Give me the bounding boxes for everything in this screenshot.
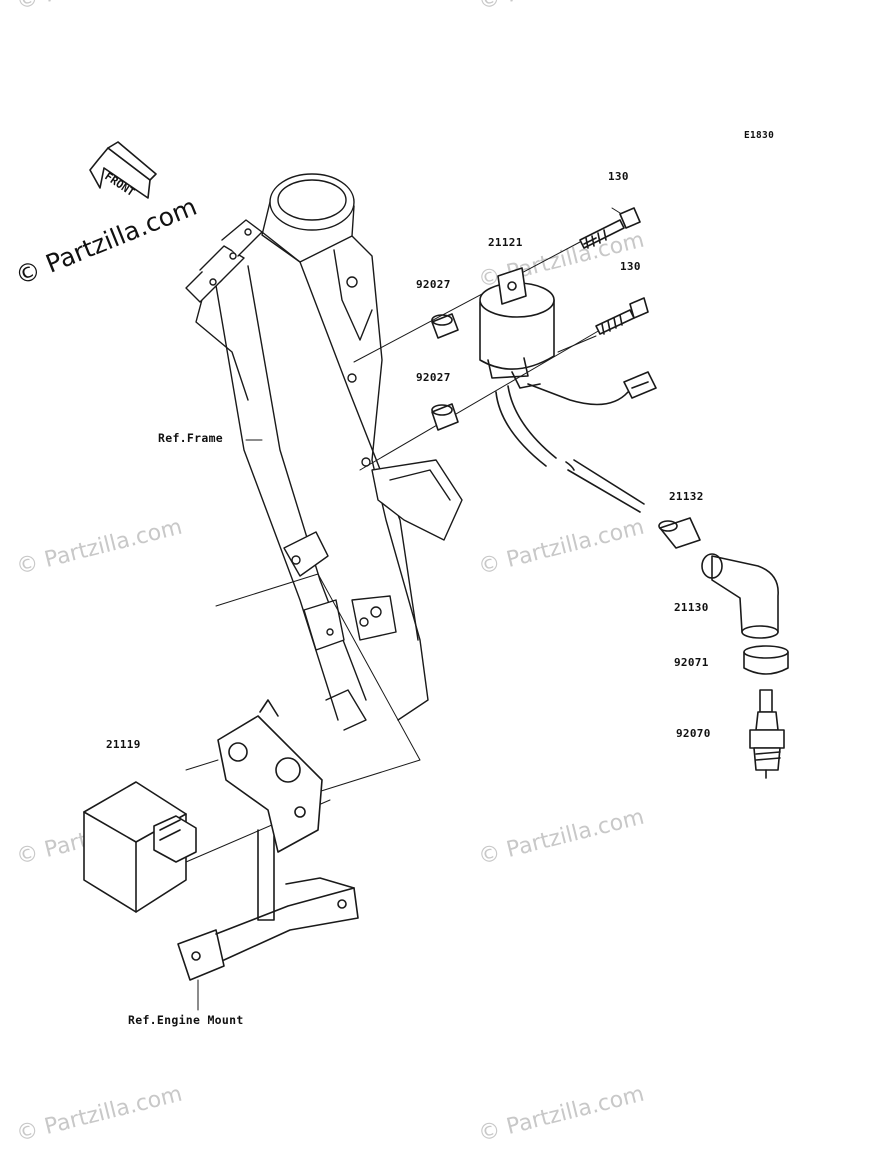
cap-seal[interactable]: [743, 645, 789, 675]
label-plug-cap[interactable]: 21130: [674, 601, 709, 614]
label-cap-seal[interactable]: 92071: [674, 656, 709, 669]
collar-lower[interactable]: [431, 403, 459, 431]
diagram-code: E1830: [744, 130, 775, 141]
label-bolt-lower[interactable]: 130: [620, 260, 641, 273]
frame-outline: [185, 173, 463, 793]
leader-lines: [185, 207, 629, 1011]
label-collar-upper[interactable]: 92027: [416, 278, 451, 291]
ignition-coil[interactable]: [479, 267, 657, 513]
cap-connector[interactable]: [658, 517, 701, 549]
plug-cap[interactable]: [701, 553, 779, 639]
label-ref-engine-mount[interactable]: Ref.Engine Mount: [128, 1013, 244, 1027]
label-ignition-coil[interactable]: 21121: [488, 236, 523, 249]
label-collar-lower[interactable]: 92027: [416, 371, 451, 384]
label-ref-frame[interactable]: Ref.Frame: [158, 431, 224, 445]
bolt-lower[interactable]: [595, 297, 649, 335]
spark-plug[interactable]: [749, 689, 785, 779]
label-igniter[interactable]: 21119: [106, 738, 141, 751]
igniter-bracket[interactable]: [177, 699, 359, 981]
igniter-unit[interactable]: [83, 781, 197, 913]
label-spark-plug[interactable]: 92070: [676, 727, 711, 740]
front-arrow-icon: FRONT: [89, 141, 157, 199]
label-cap-connector[interactable]: 21132: [669, 490, 704, 503]
label-bolt-upper[interactable]: 130: [608, 170, 629, 183]
bolt-upper[interactable]: [579, 207, 641, 249]
collar-upper[interactable]: [431, 313, 459, 339]
